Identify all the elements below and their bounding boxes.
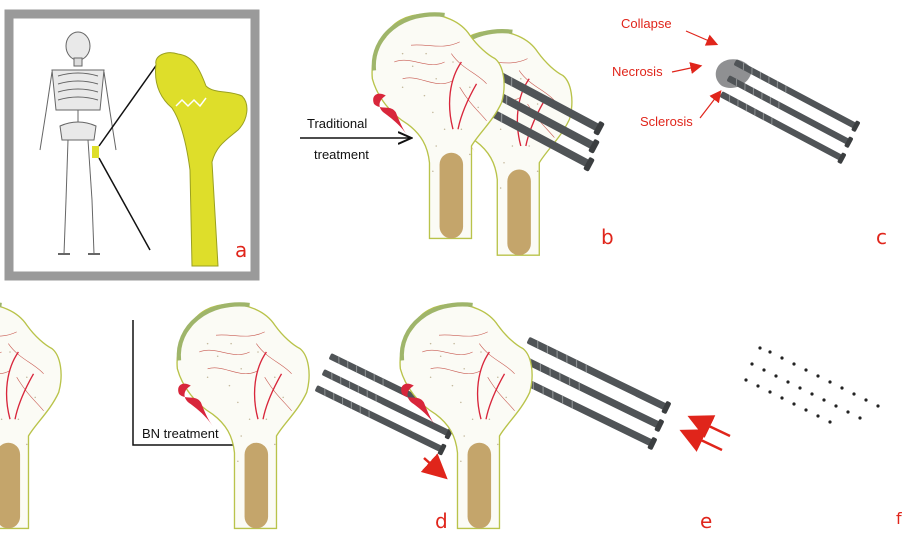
traditional-label-1: Traditional <box>307 116 367 131</box>
panel-label-e: e <box>700 509 712 533</box>
panel-label-b: b <box>601 225 614 249</box>
screw-icon <box>511 334 671 450</box>
traditional-arrow: Traditional treatment <box>300 116 410 162</box>
panel-f: f <box>400 304 902 528</box>
sclerosis-label: Sclerosis <box>640 114 693 129</box>
panel-a: a <box>9 14 255 276</box>
femur-highlight <box>92 146 99 158</box>
withdraw-arrow-2 <box>424 458 444 476</box>
insert-arrow-1 <box>692 418 730 436</box>
traditional-label-2: treatment <box>314 147 369 162</box>
insert-arrow-2 <box>684 432 722 450</box>
panel-label-a: a <box>235 238 247 262</box>
panel-c: Collapse Necrosis Sclerosis c <box>372 14 887 249</box>
panel-label-f: f <box>896 509 902 528</box>
collapse-label: Collapse <box>621 16 672 31</box>
bone-graft-dots <box>744 346 879 423</box>
necrosis-label: Necrosis <box>612 64 663 79</box>
panel-label-d: d <box>435 509 448 533</box>
panel-label-c: c <box>876 225 887 249</box>
bn-treatment-label: BN treatment <box>142 426 219 441</box>
